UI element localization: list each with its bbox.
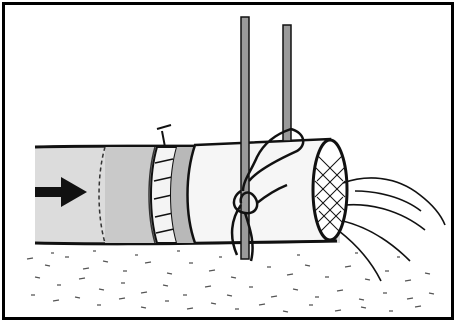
stake-right [283, 25, 291, 141]
water-spout [339, 178, 445, 281]
pipe-repair-illustration [5, 5, 451, 317]
illustration-frame [2, 2, 454, 320]
ground-speckles [27, 251, 434, 312]
tape-twist-tail [157, 125, 171, 147]
pipe-open-end [313, 140, 347, 240]
